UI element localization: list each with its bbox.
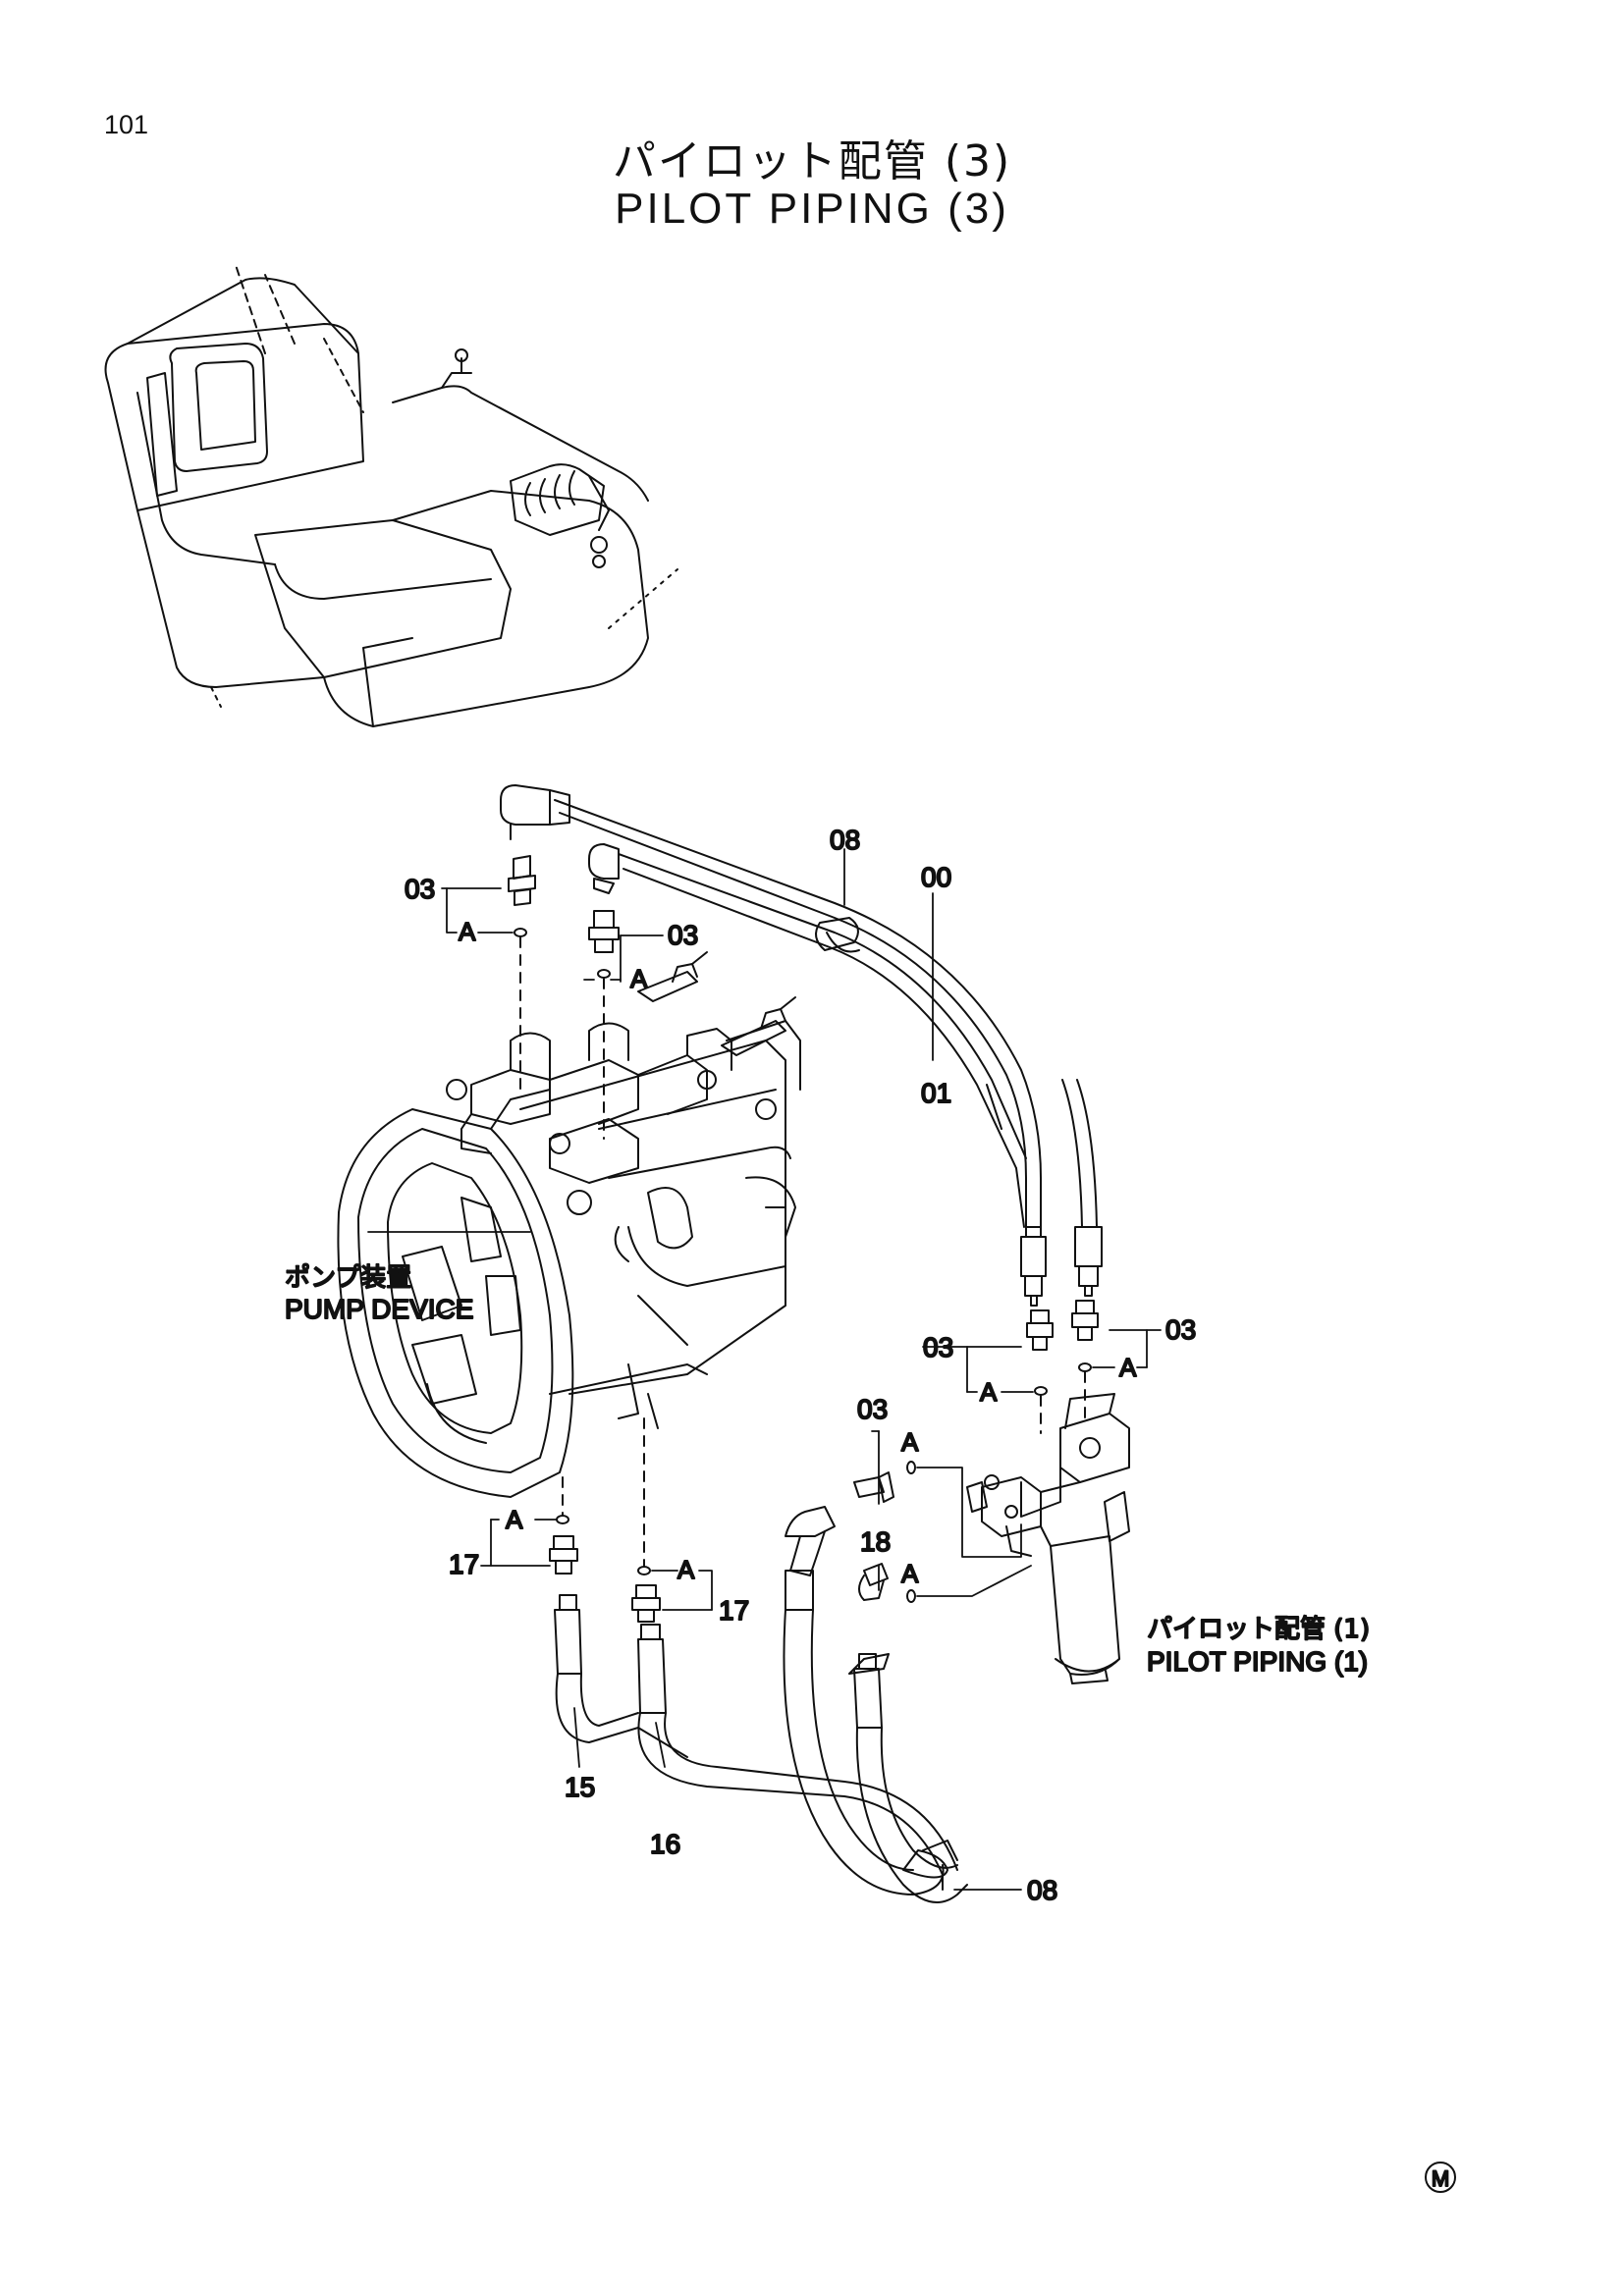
page-number: 101 <box>104 110 149 139</box>
section-mark-a: A <box>630 964 648 993</box>
excavator-overview-illustration <box>104 264 678 727</box>
pump-device-label-english: PUMP DEVICE <box>285 1294 473 1324</box>
callout-01: 01 <box>921 1078 951 1108</box>
pilot-piping-1-label-english: PILOT PIPING (1) <box>1147 1646 1368 1677</box>
section-mark-a: A <box>506 1505 523 1534</box>
page-title-english: PILOT PIPING (3) <box>615 185 1009 233</box>
section-mark-a: A <box>459 917 476 946</box>
pilot-filter-assembly <box>966 1393 1130 1684</box>
pump-device-label-japanese: ポンプ装置 <box>285 1263 411 1293</box>
callout-03-right-lower: 03 <box>923 1332 953 1362</box>
callout-08-lower: 08 <box>1027 1875 1057 1905</box>
callout-03-right-upper: 03 <box>1165 1314 1196 1345</box>
adapter-fittings <box>508 855 1099 1623</box>
section-mark-a: A <box>1119 1353 1137 1382</box>
callout-03-filter: 03 <box>857 1394 888 1424</box>
pump-device-illustration <box>337 951 801 1498</box>
callout-03-left-top: 03 <box>405 874 435 904</box>
footer-mark-letter: M <box>1432 2166 1449 2191</box>
callout-18: 18 <box>860 1526 891 1557</box>
section-mark-a: A <box>980 1377 998 1407</box>
callout-15: 15 <box>565 1772 595 1802</box>
pilot-piping-1-label-japanese: パイロット配管 (1) <box>1147 1615 1370 1644</box>
footer-circle-mark <box>1425 2162 1456 2193</box>
upper-pilot-hoses <box>500 784 1103 1307</box>
o-rings <box>514 928 1092 1603</box>
section-mark-a: A <box>677 1555 695 1584</box>
section-mark-a: A <box>901 1559 919 1588</box>
callout-17-left: 17 <box>449 1549 479 1579</box>
callout-03-center-top: 03 <box>668 920 698 950</box>
callout-17-right: 17 <box>719 1595 749 1626</box>
callout-16: 16 <box>650 1829 680 1859</box>
callout-00: 00 <box>921 862 951 892</box>
callout-08-upper: 08 <box>830 825 860 855</box>
lower-pilot-hoses <box>554 1506 968 1903</box>
section-mark-a: A <box>901 1427 919 1457</box>
assembly-center-lines <box>519 936 1086 1567</box>
page-title-japanese: パイロット配管 (3) <box>612 136 1012 187</box>
callout-leader-lines <box>367 848 1162 1891</box>
